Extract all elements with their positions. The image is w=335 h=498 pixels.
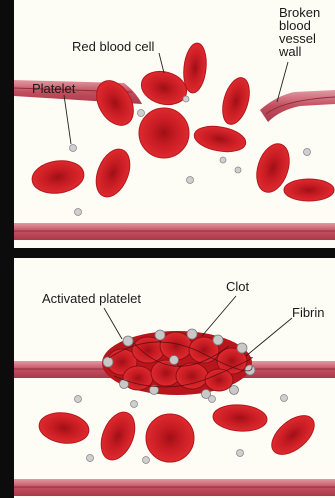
activated-platelet xyxy=(237,343,247,353)
platelet xyxy=(70,145,77,152)
activated-platelet xyxy=(213,335,223,345)
activated-platelet xyxy=(155,330,165,340)
platelet xyxy=(281,395,288,402)
red-blood-cell xyxy=(90,144,137,202)
red-blood-cells xyxy=(30,42,334,202)
clot-red-cell xyxy=(176,363,208,389)
activated-platelet xyxy=(187,329,197,339)
activated-platelet xyxy=(170,356,179,365)
clot xyxy=(102,329,255,399)
platelet xyxy=(220,157,226,163)
clot-red-cell xyxy=(205,369,233,391)
red-blood-cell xyxy=(284,179,334,201)
red-blood-cell xyxy=(265,408,321,462)
leader-platelet xyxy=(64,95,71,144)
platelet xyxy=(75,396,82,403)
platelet xyxy=(87,455,94,462)
red-blood-cell xyxy=(37,410,91,447)
platelet xyxy=(304,149,311,156)
clot-red-cell xyxy=(132,337,164,363)
activated-platelet xyxy=(230,386,239,395)
platelet xyxy=(183,96,189,102)
red-blood-cell xyxy=(192,123,247,156)
vessel-wall-upper-right xyxy=(260,90,335,122)
leader-clot xyxy=(202,296,236,336)
leader-red-blood-cell xyxy=(159,53,164,73)
label-platelet: Platelet xyxy=(32,82,75,95)
red-blood-cell xyxy=(218,75,254,128)
clot-panel: Activated platelet Clot Fibrin xyxy=(14,258,335,498)
broken-vessel-panel: Red blood cell Platelet Broken blood ves… xyxy=(14,0,335,248)
label-activated-platelet: Activated platelet xyxy=(42,292,141,305)
leader-fibrin xyxy=(246,318,292,356)
red-blood-cell xyxy=(30,158,86,197)
red-blood-cell xyxy=(212,403,268,433)
platelet xyxy=(235,167,241,173)
label-clot: Clot xyxy=(226,280,249,293)
activated-platelet xyxy=(123,336,133,346)
label-broken-line-4: wall xyxy=(279,45,335,58)
platelet xyxy=(209,396,216,403)
red-blood-cell xyxy=(138,67,191,110)
platelet xyxy=(187,177,194,184)
platelet xyxy=(237,450,244,457)
leader-activated-platelet xyxy=(104,308,122,339)
red-blood-cell xyxy=(95,407,142,465)
red-blood-cells xyxy=(37,403,321,465)
label-broken-vessel-wall: Broken blood vessel wall xyxy=(279,6,335,58)
platelet xyxy=(75,209,82,216)
red-blood-cell xyxy=(181,42,208,94)
red-blood-cell xyxy=(139,108,189,158)
platelet xyxy=(138,110,145,117)
platelet xyxy=(143,457,150,464)
activated-platelet xyxy=(103,357,113,367)
label-red-blood-cell: Red blood cell xyxy=(72,40,154,53)
red-blood-cell xyxy=(146,414,194,462)
platelet xyxy=(131,401,138,408)
label-fibrin: Fibrin xyxy=(292,306,325,319)
